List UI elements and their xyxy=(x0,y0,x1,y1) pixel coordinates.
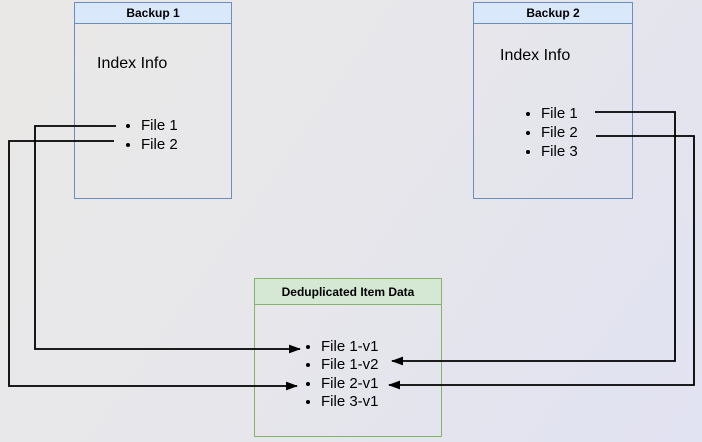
backup2-file-list: File 1 File 2 File 3 xyxy=(526,104,578,161)
backup2-file-1: File 1 xyxy=(541,104,578,123)
backup1-title: Backup 1 xyxy=(126,6,180,20)
dedup-item-list: File 1-v1 File 1-v2 File 2-v1 File 3-v1 xyxy=(306,338,379,412)
backup2-box: Backup 2 Index Info File 1 File 2 File 3 xyxy=(473,2,633,199)
dedup-item-file2-v1: File 2-v1 xyxy=(321,375,379,393)
backup2-file-2: File 2 xyxy=(541,123,578,142)
backup1-header: Backup 1 xyxy=(75,3,231,24)
dedup-item-file3-v1: File 3-v1 xyxy=(321,393,379,411)
backup1-file-2: File 2 xyxy=(141,135,178,154)
backup2-title: Backup 2 xyxy=(526,6,580,20)
dedup-item-file1-v1: File 1-v1 xyxy=(321,338,379,356)
backup1-file-1: File 1 xyxy=(141,116,178,135)
backup2-header: Backup 2 xyxy=(474,3,632,24)
dedup-item-file1-v2: File 1-v2 xyxy=(321,356,379,374)
backup1-index-label: Index Info xyxy=(97,55,168,72)
backup2-file-3: File 3 xyxy=(541,142,578,161)
backup1-box: Backup 1 Index Info File 1 File 2 xyxy=(74,2,232,199)
dedup-title: Deduplicated Item Data xyxy=(281,284,415,299)
dedup-box: Deduplicated Item Data File 1-v1 File 1-… xyxy=(254,278,442,437)
backup2-index-label: Index Info xyxy=(500,47,571,64)
dedup-header: Deduplicated Item Data xyxy=(255,279,441,305)
backup1-file-list: File 1 File 2 xyxy=(126,116,178,154)
